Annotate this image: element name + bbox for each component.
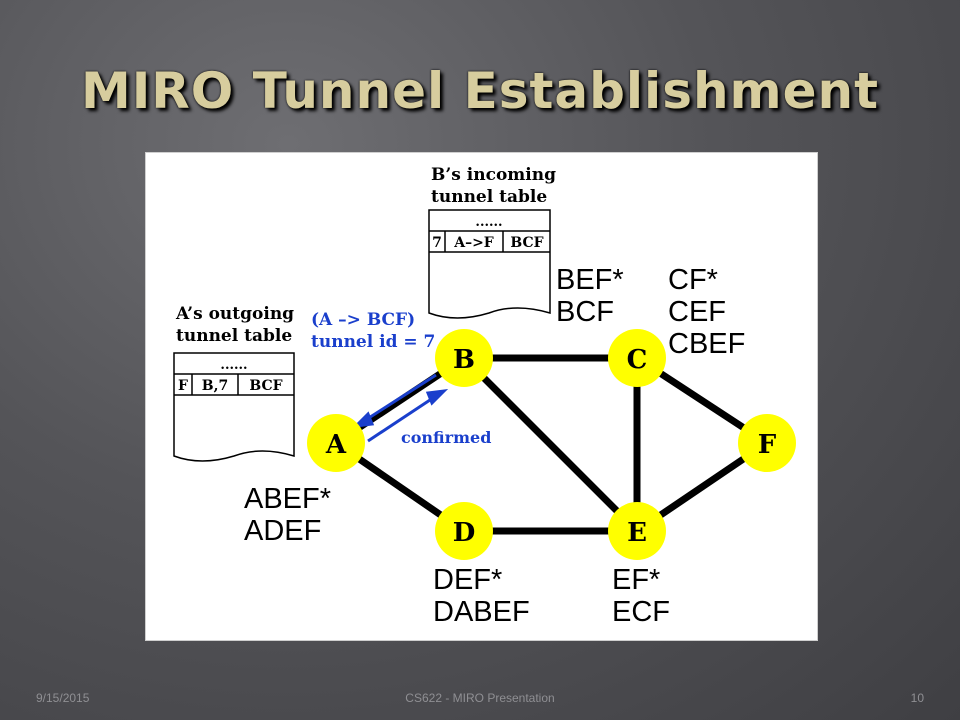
a-table-caption-2: tunnel table [176,326,292,346]
node-c: C [608,329,666,387]
confirm-arrow [367,394,437,443]
node-f: F [738,414,796,472]
footer-date: 9/15/2015 [36,691,90,705]
b-table-caption-1: B’s incoming [431,165,556,185]
b-table-caption-2: tunnel table [431,187,547,207]
b-table-cell-route: A–>F [453,235,494,251]
path-d-2: DABEF [433,596,530,628]
node-d: D [435,502,493,560]
footer-presentation-name: CS622 - MIRO Presentation [405,691,555,705]
path-e-2: ECF [612,596,670,628]
node-e: E [608,502,666,560]
signal-arrows [351,373,449,443]
path-lists: ABEF* ADEF BEF* BCF CF* CEF CBEF DEF* DA… [244,264,745,628]
node-a: A [307,414,365,472]
b-incoming-tunnel-table: B’s incoming tunnel table ...... 7 A–>F … [428,165,556,319]
a-table-caption-1: A’s outgoing [175,304,294,324]
b-table-dots: ...... [475,215,502,230]
path-e-1: EF* [612,564,660,596]
request-label-line-1: (A –> BCF) [311,310,415,330]
path-a-1: ABEF* [244,483,331,515]
a-table-dots: ...... [220,358,247,373]
a-outgoing-tunnel-table: A’s outgoing tunnel table ...... F B,7 B… [173,304,295,462]
node-b: B [435,329,493,387]
node-b-label: B [453,345,475,375]
a-table-cell-path: BCF [249,378,282,394]
confirmed-label: confirmed [401,428,491,447]
footer-page-number: 10 [910,691,924,705]
diagram-canvas: B’s incoming tunnel table ...... 7 A–>F … [173,165,796,628]
node-f-label: F [758,430,777,460]
path-c-3: CBEF [668,328,745,360]
b-table-cell-path: BCF [510,235,543,251]
network-diagram: B’s incoming tunnel table ...... 7 A–>F … [145,152,818,641]
node-d-label: D [453,518,476,548]
path-c-2: CEF [668,296,726,328]
node-a-label: A [325,430,347,460]
a-table-cell-tunnel: B,7 [202,378,228,394]
path-d-1: DEF* [433,564,502,596]
b-table-cell-id: 7 [432,235,442,251]
a-table-paper [173,352,295,462]
request-arrow [363,373,437,423]
confirm-arrow-head [425,388,449,406]
path-b-2: BCF [556,296,614,328]
b-table-paper [428,209,551,319]
request-label-line-2: tunnel id = 7 [311,332,435,352]
path-a-2: ADEF [244,515,321,547]
path-b-1: BEF* [556,264,624,296]
request-arrow-head [351,411,375,429]
edge-b-e [460,354,641,535]
a-table-cell-dest: F [178,378,188,394]
node-e-label: E [627,518,647,548]
node-c-label: C [627,345,648,375]
path-c-1: CF* [668,264,718,296]
slide-title: MIRO Tunnel Establishment [80,62,880,120]
